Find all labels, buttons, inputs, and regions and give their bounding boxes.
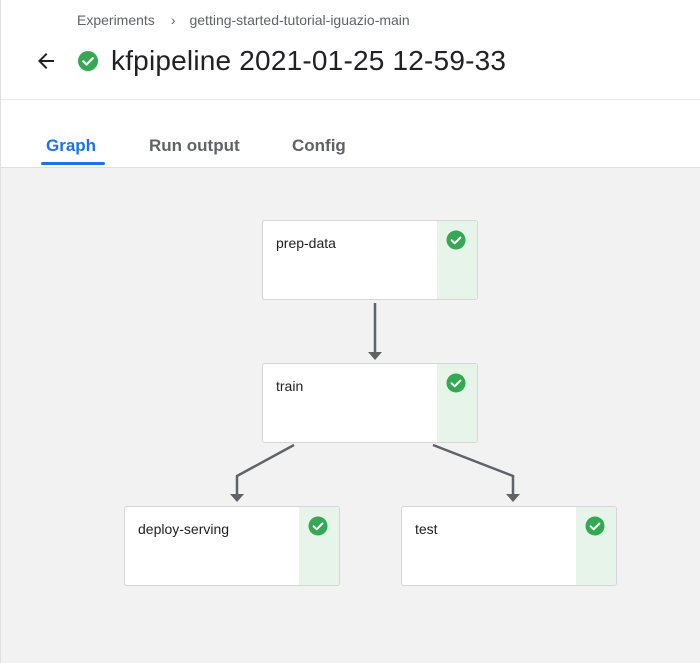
node-label: test	[415, 521, 438, 537]
check-circle-icon	[446, 230, 466, 250]
check-circle-icon	[78, 51, 98, 71]
active-tab-indicator	[41, 162, 105, 165]
tab-graph[interactable]: Graph	[46, 136, 97, 155]
breadcrumb: Experiments › getting-started-tutorial-i…	[77, 12, 410, 28]
arrowhead-test	[506, 494, 520, 502]
node-label: train	[276, 378, 304, 394]
node-status	[299, 507, 339, 585]
breadcrumb-separator: ›	[170, 12, 176, 28]
page-title: kfpipeline 2021-01-25 12-59-33	[111, 45, 507, 76]
node-status	[576, 507, 616, 585]
title-row: kfpipeline 2021-01-25 12-59-33	[33, 45, 506, 77]
node-status	[437, 364, 477, 442]
graph-node-train[interactable]: train	[262, 363, 478, 443]
tab-run-output[interactable]: Run output	[149, 136, 240, 155]
arrowhead-train	[368, 352, 382, 360]
breadcrumb-experiments-link[interactable]: Experiments	[77, 12, 155, 28]
edge-train-to-deploy-serving	[235, 443, 295, 495]
graph-node-test[interactable]: test	[401, 506, 617, 586]
check-circle-icon	[308, 516, 328, 536]
breadcrumb-experiment-link[interactable]: getting-started-tutorial-iguazio-main	[189, 12, 410, 28]
graph-node-deploy-serving[interactable]: deploy-serving	[124, 506, 340, 586]
node-status	[437, 221, 477, 299]
run-status-icon	[77, 50, 99, 72]
page-header: Experiments › getting-started-tutorial-i…	[1, 0, 700, 100]
node-label: deploy-serving	[138, 521, 230, 537]
node-label: prep-data	[276, 235, 336, 251]
pipeline-graph-canvas[interactable]: prep-data train deploy-serving	[1, 168, 700, 663]
arrowhead-deploy-serving	[230, 494, 244, 502]
check-circle-icon	[585, 516, 605, 536]
graph-node-prep-data[interactable]: prep-data	[262, 220, 478, 300]
edge-train-to-test	[432, 443, 515, 495]
graph-edges	[230, 303, 520, 502]
arrow-back-icon	[38, 53, 54, 69]
tab-bar: Graph Run output Config	[1, 100, 700, 168]
back-button[interactable]	[33, 48, 59, 74]
check-circle-icon	[446, 373, 466, 393]
tab-config[interactable]: Config	[292, 136, 346, 155]
